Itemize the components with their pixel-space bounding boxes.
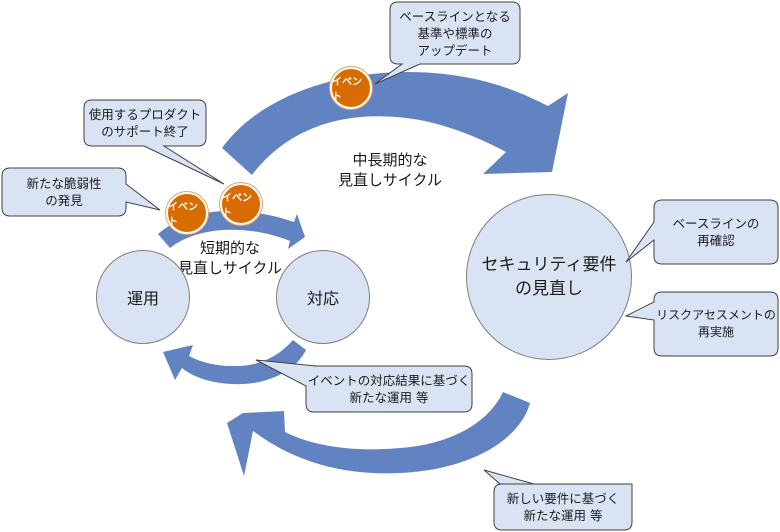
callout-text: ベースラインの 再確認 [672,216,760,248]
callout-text: 新たな脆弱性 の発見 [26,176,102,208]
callout-new-requirement-ops: 新しい要件に基づく 新たな運用 等 [483,469,633,531]
security-review-node-label: セキュリティ要件 の見直し [481,255,617,299]
event-marker-eol: イベント [220,183,262,225]
event-marker-long: イベント [330,67,372,109]
event-label: イベント [222,193,252,219]
operation-node: 運用 [96,250,190,344]
callout-text: イベントの対応結果に基づく 新たな運用 等 [307,373,471,405]
callout-text: 新しい要件に基づく 新たな運用 等 [506,491,620,523]
response-node-label: 対応 [306,289,339,308]
callout-product-eol: 使用するプロダクト のサポート終了 [83,99,225,185]
event-marker-vuln: イベント [166,192,208,234]
event-label: イベント [332,77,362,103]
response-node: 対応 [276,250,370,344]
short-cycle-bottom-arrow [163,340,306,385]
event-label: イベント [168,202,198,228]
callout-text: 使用するプロダクト のサポート終了 [88,107,202,139]
callout-baseline-reconfirm: ベースラインの 再確認 [625,199,779,265]
operation-node-label: 運用 [126,289,159,308]
long-cycle-bottom-arrow [227,392,530,476]
long-cycle-top-arrow [222,71,568,175]
callout-text: リスクアセスメントの 再実施 [656,308,776,339]
callout-event-result-ops: イベントの対応結果に基づく 新たな運用 等 [255,359,473,413]
callout-new-vulnerability: 新たな脆弱性 の発見 [1,167,161,217]
callout-baseline-update: ベースラインとなる 基準や標準の アップデート [374,1,521,85]
security-review-node: セキュリティ要件 の見直し [466,194,632,360]
short-cycle-label: 短期的な 見直しサイクル [178,239,282,277]
callout-text: ベースラインとなる 基準や標準の アップデート [399,8,511,58]
long-cycle-label: 中長期的な 見直しサイクル [338,151,442,189]
callout-risk-assessment: リスクアセスメントの 再実施 [624,291,779,357]
